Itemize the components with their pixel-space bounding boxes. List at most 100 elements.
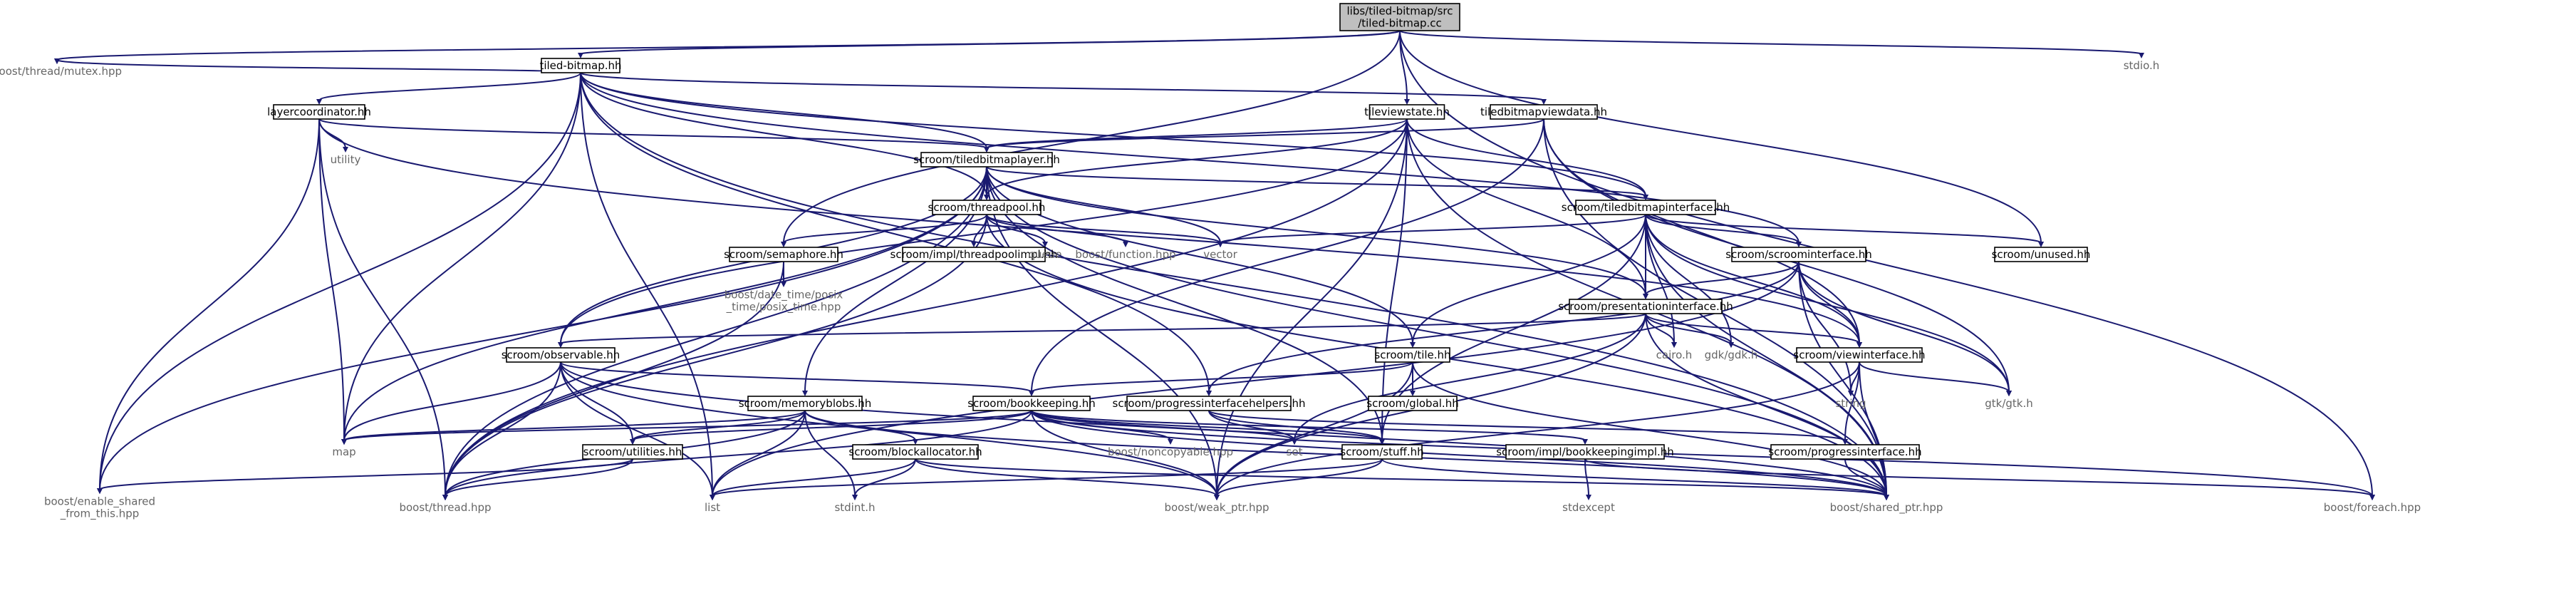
node-threadpool[interactable]: scroom/threadpool.hh: [928, 200, 1046, 215]
edge-bookkeepingimpl-to-stdexcept: [1584, 458, 1589, 497]
node-box: [1490, 104, 1598, 120]
node-label: _from_this.hpp: [60, 507, 140, 521]
edge-progressinterfacehelpers-to-progressinterface: [1208, 410, 1846, 441]
edge-threadpool-to-queue: [986, 214, 1046, 244]
node-stuff[interactable]: scroom/stuff.hh: [1340, 444, 1424, 460]
node-box: [506, 347, 616, 363]
node-label: boost/shared_ptr.hpp: [1830, 501, 1943, 515]
node-scroominterface[interactable]: scroom/scroominterface.hh: [1725, 247, 1872, 262]
edge-tiled_bitmap_hh-to-scroominterface: [580, 72, 1799, 244]
edge-arrowhead: [54, 58, 60, 64]
edge-bookkeeping-to-stuff: [1031, 410, 1383, 441]
node-label: stdint.h: [834, 501, 875, 514]
edge-arrowhead: [802, 391, 808, 396]
edge-blockallocator-to-stdint_h: [854, 458, 916, 497]
edge-tiled_bitmap_hh-to-shared_ptr: [580, 72, 1887, 497]
node-label: scroom/utilities.hh: [583, 445, 682, 458]
edge-arrowhead: [852, 495, 858, 500]
node-box: [1994, 247, 2088, 262]
edge-arrowhead: [1214, 495, 1220, 500]
node-box: [541, 58, 620, 73]
node-tiled_bitmap_hh[interactable]: tiled-bitmap.hh: [539, 58, 622, 73]
edge-semaphore-to-boost_thread: [445, 261, 784, 497]
edge-threadpool-to-boost_function: [986, 214, 1126, 244]
edge-tiled_bitmap_hh-to-threadpool: [580, 72, 987, 197]
node-label: gtk/gtk.h: [1985, 397, 2033, 410]
node-unused[interactable]: scroom/unused.hh: [1992, 247, 2091, 262]
node-label: cairo.h: [1656, 349, 1693, 361]
node-progressinterface[interactable]: scroom/progressinterface.hh: [1768, 444, 1922, 460]
edge-layercoordinator-to-map: [318, 118, 345, 441]
edge-bookkeeping-to-weak_ptr: [1031, 410, 1217, 497]
node-label: scroom/blockallocator.hh: [848, 445, 982, 458]
node-label: scroom/progressinterfacehelpers.hh: [1113, 397, 1306, 410]
node-box: [1770, 444, 1920, 460]
node-box: [1569, 299, 1723, 314]
node-layercoordinator[interactable]: layercoordinator.hh: [267, 104, 371, 120]
edge-arrowhead: [1856, 342, 1862, 348]
node-label: scroom/memoryblobs.hh: [739, 397, 872, 410]
edge-viewinterface-to-weak_ptr: [1216, 361, 1860, 497]
edge-arrowhead: [442, 495, 448, 500]
edge-blockallocator-to-list: [712, 458, 916, 497]
node-tiledbitmapviewdata[interactable]: tiledbitmapviewdata.hh: [1480, 104, 1607, 120]
node-blockallocator[interactable]: scroom/blockallocator.hh: [848, 444, 982, 460]
edge-root-to-unused: [1399, 30, 2042, 244]
node-threadpoolimpl[interactable]: scroom/impl/threadpoolimpl.hh: [890, 247, 1058, 262]
edge-arrowhead: [781, 242, 786, 247]
edge-tiledbitmaplayer-to-enable_shared: [99, 166, 987, 490]
node-label: scroom/impl/bookkeepingimpl.hh: [1496, 445, 1674, 458]
node-tiledbitmaplayer[interactable]: scroom/tiledbitmaplayer.hh: [913, 152, 1060, 167]
node-progressinterfacehelpers[interactable]: scroom/progressinterfacehelpers.hh: [1113, 396, 1306, 411]
edge-bookkeeping-to-shared_ptr: [1031, 410, 1887, 497]
node-box: [1575, 200, 1716, 215]
node-viewinterface[interactable]: scroom/viewinterface.hh: [1793, 347, 1926, 363]
edge-tiled_bitmap_hh-to-enable_shared: [99, 72, 581, 490]
node-label: scroom/tile.hh: [1374, 349, 1450, 361]
node-label: boost/thread.hpp: [399, 501, 491, 514]
edge-tiledbitmapinterface-to-vector: [1220, 214, 1646, 244]
edge-stuff-to-weak_ptr: [1216, 458, 1383, 497]
edge-root-to-boost_thread_mutex: [56, 30, 1401, 61]
node-observable[interactable]: scroom/observable.hh: [502, 347, 620, 363]
node-shared_ptr: boost/shared_ptr.hpp: [1830, 501, 1943, 515]
node-label: libs/tiled-bitmap/src: [1347, 5, 1453, 18]
edge-arrowhead: [1042, 242, 1048, 247]
edge-tiledbitmaplayer-to-stuff: [986, 166, 1383, 441]
node-tileviewstate[interactable]: tileviewstate.hh: [1364, 104, 1450, 120]
edge-tileviewstate-to-boost_thread: [445, 118, 1408, 497]
node-box: [932, 200, 1042, 215]
node-root[interactable]: libs/tiled-bitmap/src/tiled-bitmap.cc: [1339, 3, 1460, 31]
edge-memoryblobs-to-map: [343, 410, 806, 441]
edge-arrowhead: [1217, 242, 1223, 247]
edge-arrowhead: [343, 147, 348, 153]
node-presentationinterface[interactable]: scroom/presentationinterface.hh: [1558, 299, 1733, 314]
node-semaphore[interactable]: scroom/semaphore.hh: [724, 247, 843, 262]
edge-presentationinterface-to-observable: [560, 313, 1646, 344]
edge-arrowhead: [578, 53, 583, 58]
node-queue: queue: [1029, 248, 1062, 261]
node-bookkeepingimpl[interactable]: scroom/impl/bookkeepingimpl.hh: [1496, 444, 1674, 460]
node-label: tiledbitmapviewdata.hh: [1480, 105, 1607, 118]
node-label: boost/function.hpp: [1075, 248, 1175, 261]
edges-layer: [54, 30, 2375, 500]
node-tiledbitmapinterface[interactable]: scroom/tiledbitmapinterface.hh: [1562, 200, 1730, 215]
node-label: scroom/global.hh: [1366, 397, 1458, 410]
node-box: [852, 444, 979, 460]
edge-arrowhead: [630, 439, 635, 445]
edge-tiled_bitmap_hh-to-map: [343, 72, 581, 441]
node-gtk_h: gtk/gtk.h: [1985, 397, 2033, 410]
node-global[interactable]: scroom/global.hh: [1366, 396, 1459, 411]
node-memoryblobs[interactable]: scroom/memoryblobs.hh: [739, 396, 872, 411]
edge-root-to-foreach: [1399, 30, 2373, 497]
node-posix_time: boost/date_time/posix_time/posix_time.hp…: [724, 289, 843, 314]
node-utilities[interactable]: scroom/utilities.hh: [582, 444, 683, 460]
node-bookkeeping[interactable]: scroom/bookkeeping.hh: [967, 396, 1096, 411]
edge-presentationinterface-to-shared_ptr: [1645, 313, 1887, 497]
node-tile[interactable]: scroom/tile.hh: [1374, 347, 1451, 363]
edge-arrowhead: [1842, 439, 1848, 445]
node-boost_thread: boost/thread.hpp: [399, 501, 491, 514]
edge-root-to-stdio_h: [1399, 30, 2142, 55]
node-box: [1339, 3, 1460, 31]
edge-scroominterface-to-progressinterfacehelpers: [1208, 261, 1799, 393]
